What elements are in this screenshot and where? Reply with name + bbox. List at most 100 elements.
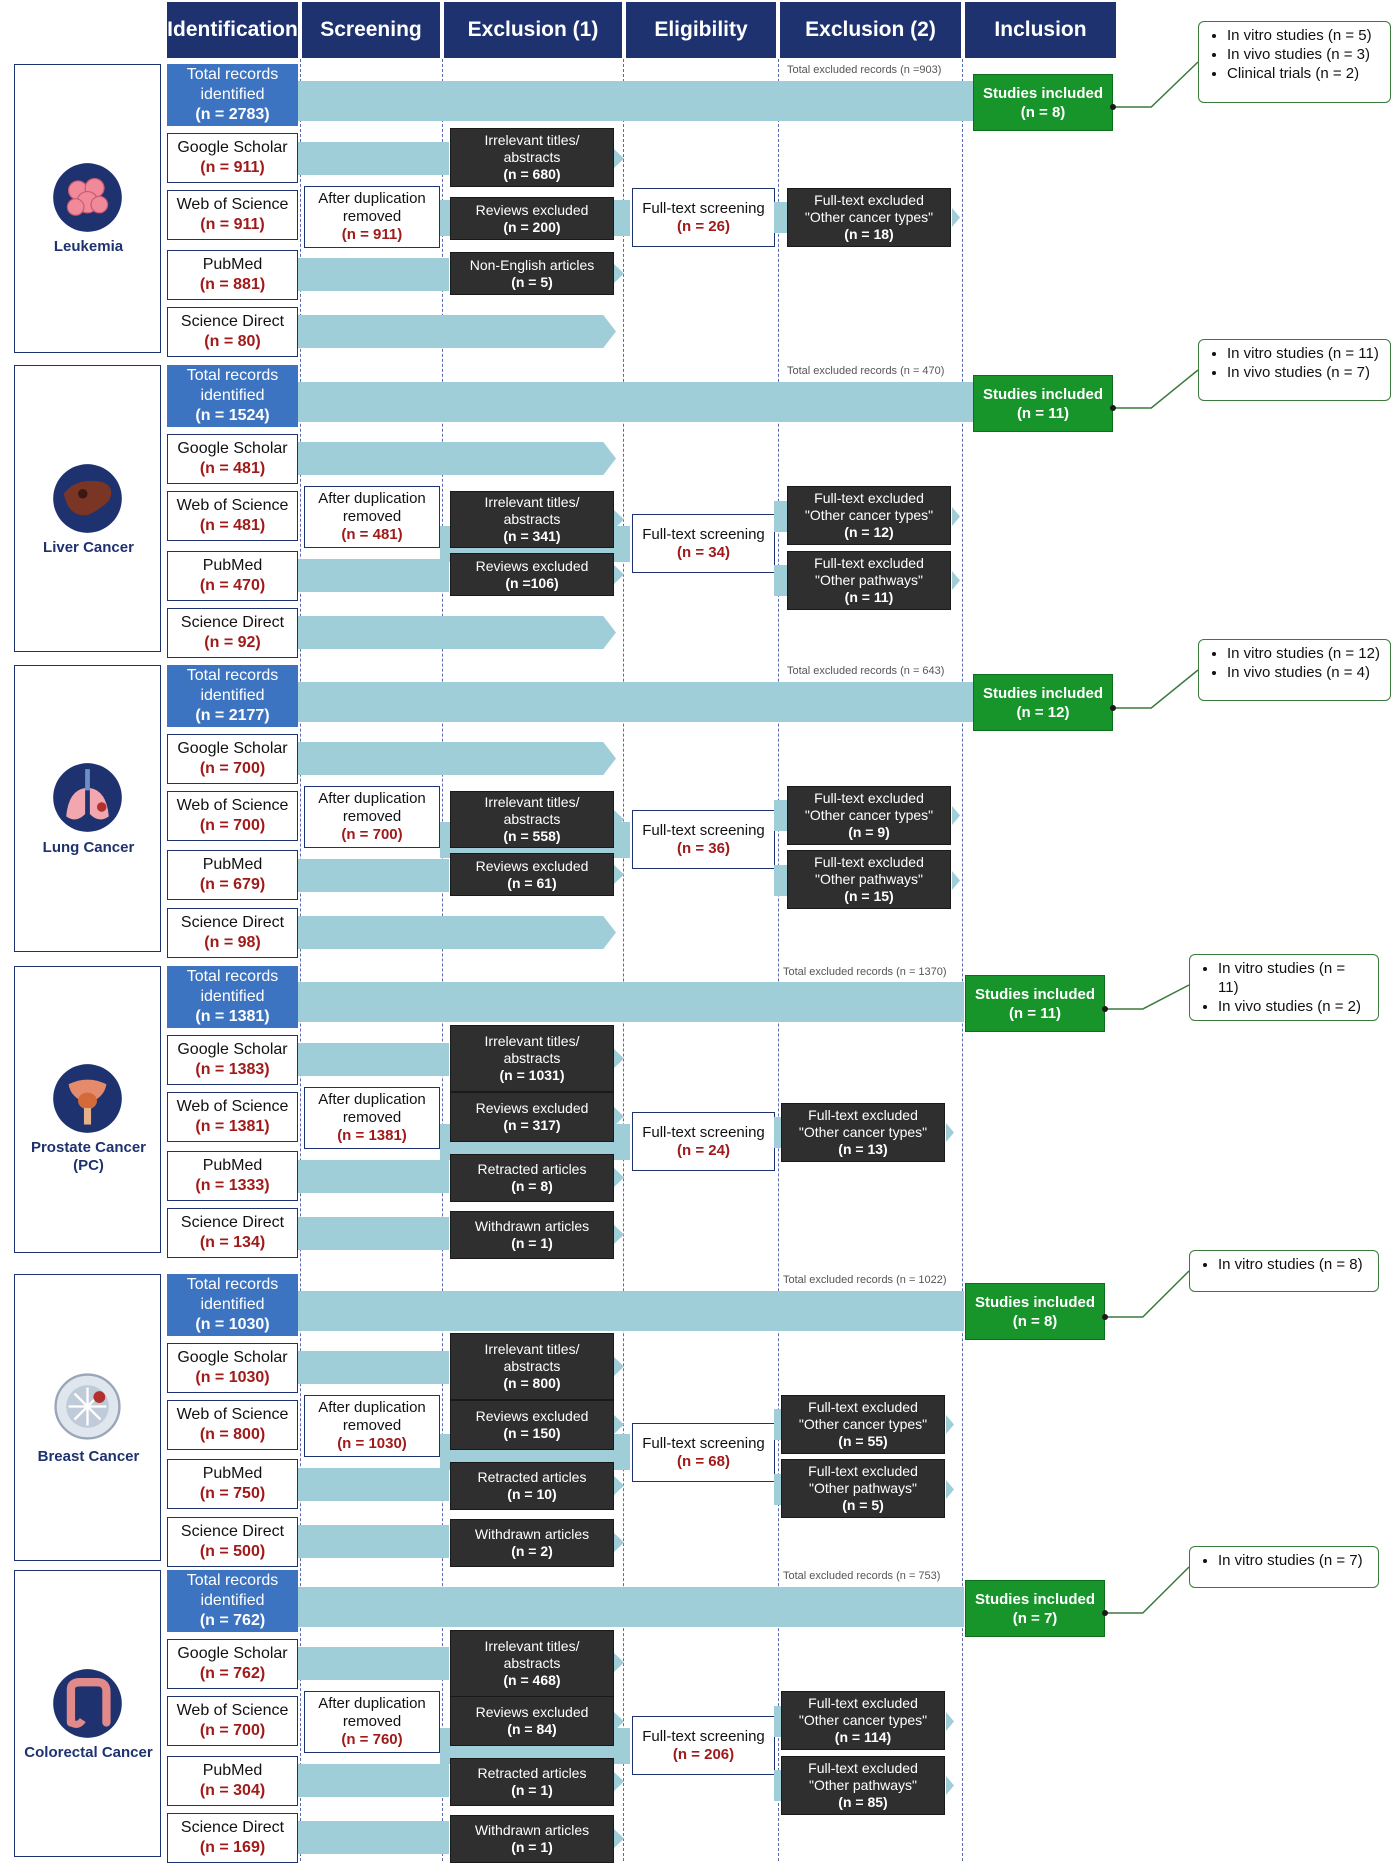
source-name: Web of Science bbox=[176, 797, 289, 814]
exclusion1-box: Irrelevant titles/ abstracts(n = 1031) bbox=[450, 1025, 614, 1092]
source-box-google-scholar: Google Scholar(n = 1030) bbox=[167, 1343, 298, 1393]
source-count: (n = 481) bbox=[199, 517, 266, 534]
source-flow-band bbox=[297, 916, 616, 949]
fts-label: Full-text screening bbox=[642, 199, 765, 217]
source-box-google-scholar: Google Scholar (n = 762) bbox=[167, 1639, 298, 1689]
exclusion1-box: Retracted articles(n = 8) bbox=[450, 1154, 614, 1202]
source-count: (n = 762) bbox=[199, 1665, 266, 1682]
source-name: Web of Science bbox=[176, 1702, 289, 1719]
header-identification: Identification bbox=[167, 2, 298, 58]
exclusion1-reason: Reviews excluded bbox=[475, 857, 589, 874]
exclusion2-box: Full-text excluded "Other pathways"(n = … bbox=[787, 850, 951, 909]
header-screening: Screening bbox=[302, 2, 440, 58]
exclusion2-arrow-tip bbox=[952, 871, 960, 890]
notes-list: In vitro studies (n = 12)In vivo studies… bbox=[1213, 644, 1380, 682]
source-count: (n = 304) bbox=[199, 1782, 266, 1799]
section-label: Leukemia bbox=[53, 238, 124, 255]
fts-count: (n = 206) bbox=[672, 1745, 735, 1763]
column-separator bbox=[300, 59, 301, 1861]
dedup-box: After duplication removed(n = 1381) bbox=[304, 1087, 440, 1149]
notes-list: In vitro studies (n = 8) bbox=[1204, 1255, 1368, 1274]
study-type-notes: In vitro studies (n = 5)In vivo studies … bbox=[1198, 21, 1391, 103]
exclusion2-count: (n = 55) bbox=[838, 1433, 888, 1449]
total-flow-band bbox=[297, 382, 973, 422]
total-records-count: (n = 1030) bbox=[195, 1316, 270, 1333]
note-connector bbox=[1102, 1270, 1190, 1320]
exclusion2-box: Full-text excluded "Other cancer types"(… bbox=[787, 786, 951, 845]
source-count: (n = 750) bbox=[199, 1485, 266, 1502]
source-flow-band bbox=[297, 142, 449, 175]
source-box-pubmed: PubMed(n = 1333) bbox=[167, 1151, 298, 1201]
exclusion2-arrow-tip bbox=[952, 806, 960, 825]
dedup-count: (n = 1030) bbox=[337, 1435, 407, 1452]
exclusion1-arrow-tip bbox=[614, 1829, 624, 1848]
total-records-count: (n = 2783) bbox=[195, 106, 270, 123]
studies-included-box: Studies included(n = 7) bbox=[965, 1580, 1105, 1637]
source-count: (n = 911) bbox=[200, 216, 265, 233]
full-text-screening-box: Full-text screening(n = 206) bbox=[632, 1716, 775, 1775]
source-count: (n = 1030) bbox=[195, 1369, 270, 1386]
studies-included-label: Studies included bbox=[982, 684, 1103, 702]
source-flow-band bbox=[297, 258, 449, 291]
studies-included-count: (n = 7) bbox=[1012, 1609, 1058, 1627]
source-box-web-of-science: Web of Science(n = 800) bbox=[167, 1400, 298, 1450]
studies-included-label: Studies included bbox=[974, 1590, 1095, 1608]
source-box-pubmed: PubMed(n = 304) bbox=[167, 1756, 298, 1806]
dedup-label: After duplication removed bbox=[318, 1091, 426, 1126]
dedup-label: After duplication removed bbox=[318, 790, 426, 825]
source-name: Google Scholar bbox=[177, 1041, 288, 1058]
source-name: Science Direct bbox=[180, 313, 285, 330]
source-name: PubMed bbox=[202, 557, 263, 574]
exclusion2-count: (n = 13) bbox=[838, 1141, 888, 1157]
prostate-icon bbox=[52, 1063, 123, 1134]
total-records-box: Total records identified(n = 1030) bbox=[167, 1274, 298, 1336]
eligibility-flow-band bbox=[774, 565, 788, 596]
column-separator bbox=[962, 59, 963, 1861]
fts-label: Full-text screening bbox=[642, 1123, 765, 1141]
source-box-web-of-science: Web of Science(n = 911) bbox=[167, 190, 298, 240]
exclusion1-arrow-tip bbox=[614, 1357, 624, 1376]
exclusion1-count: (n = 10) bbox=[507, 1486, 557, 1502]
source-flow-band bbox=[297, 442, 616, 475]
exclusion1-reason: Reviews excluded bbox=[475, 557, 589, 574]
source-flow-band bbox=[297, 1351, 449, 1384]
exclusion1-count: (n = 558) bbox=[503, 828, 561, 844]
exclusion2-arrow-tip bbox=[946, 1712, 954, 1731]
exclusion1-arrow-tip bbox=[614, 209, 624, 228]
leukemia-cell-icon bbox=[52, 162, 123, 233]
exclusion1-arrow-tip bbox=[614, 810, 624, 829]
exclusion1-count: (n = 468) bbox=[503, 1672, 561, 1688]
note-item: In vitro studies (n = 7) bbox=[1218, 1551, 1368, 1570]
source-box-pubmed: PubMed(n = 679) bbox=[167, 850, 298, 900]
total-records-count: (n = 1524) bbox=[195, 407, 270, 424]
dedup-label: After duplication removed bbox=[318, 1695, 426, 1730]
total-records-count: (n = 1381) bbox=[195, 1008, 270, 1025]
exclusion1-box: Irrelevant titles/ abstracts(n = 341) bbox=[450, 491, 614, 548]
exclusion1-reason: Withdrawn articles bbox=[474, 1218, 590, 1234]
eligibility-flow-band bbox=[774, 865, 788, 896]
exclusion1-box: Withdrawn articles(n = 1) bbox=[450, 1815, 614, 1863]
note-item: In vitro studies (n = 11) bbox=[1227, 344, 1380, 363]
exclusion1-box: Irrelevant titles/ abstracts(n = 468) bbox=[450, 1630, 614, 1697]
source-name: Google Scholar bbox=[177, 1645, 288, 1662]
exclusion1-arrow-tip bbox=[614, 510, 624, 529]
exclusion1-reason: Irrelevant titles/ abstracts bbox=[484, 494, 580, 527]
source-name: Google Scholar bbox=[177, 139, 288, 156]
exclusion2-box: Full-text excluded "Other cancer types"(… bbox=[787, 486, 951, 545]
exclusion2-box: Full-text excluded "Other pathways"(n = … bbox=[787, 551, 951, 610]
source-flow-band bbox=[297, 1647, 449, 1680]
study-type-notes: In vitro studies (n = 8) bbox=[1189, 1250, 1379, 1292]
source-box-science-direct: Science Direct(n = 169) bbox=[167, 1813, 298, 1863]
total-records-box: Total records identified(n = 2177) bbox=[167, 665, 298, 727]
source-box-google-scholar: Google Scholar(n = 700) bbox=[167, 734, 298, 784]
exclusion1-count: (n = 150) bbox=[503, 1425, 561, 1441]
header-inclusion: Inclusion bbox=[965, 2, 1116, 58]
note-item: In vitro studies (n = 8) bbox=[1218, 1255, 1368, 1274]
exclusion2-count: (n = 15) bbox=[844, 888, 894, 904]
lungs-icon bbox=[52, 762, 123, 833]
full-text-screening-box: Full-text screening(n = 36) bbox=[632, 810, 775, 869]
exclusion1-reason: Irrelevant titles/ abstracts bbox=[484, 794, 580, 827]
source-name: PubMed bbox=[202, 856, 263, 873]
section-label: Colorectal Cancer bbox=[24, 1744, 153, 1761]
studies-included-label: Studies included bbox=[982, 385, 1103, 403]
